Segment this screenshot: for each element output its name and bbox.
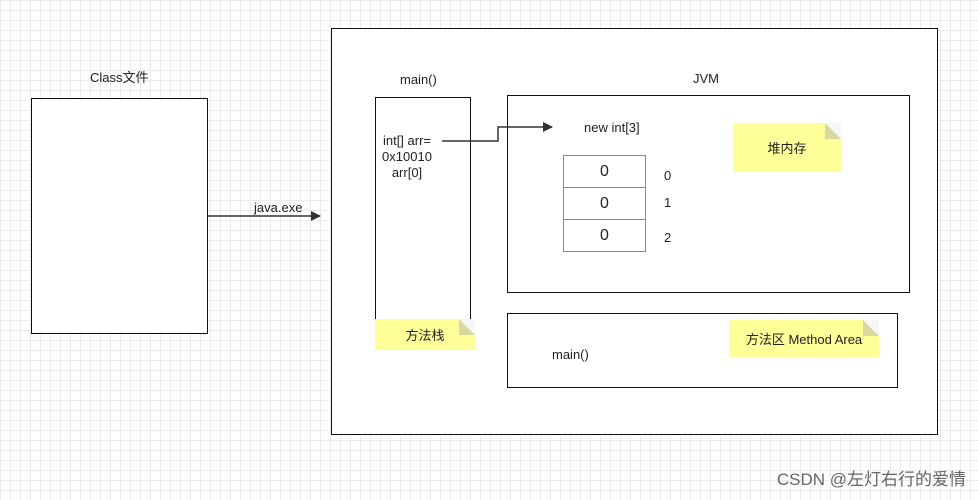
heap-note-text: 堆内存 xyxy=(767,141,807,156)
method-area-content: main() xyxy=(552,347,589,362)
stack-line-arr-decl: int[] arr= xyxy=(382,133,432,148)
java-exe-label: java.exe xyxy=(254,200,303,215)
heap-note: 堆内存 xyxy=(733,123,841,172)
stack-note-text: 方法栈 xyxy=(405,328,445,343)
method-area-note-text: 方法区 Method Area xyxy=(745,332,863,347)
heap-array-cell-1: 0 xyxy=(563,187,646,220)
class-file-box xyxy=(31,98,208,334)
stack-line-element: arr[0] xyxy=(391,165,423,180)
jvm-label: JVM xyxy=(693,71,719,86)
method-area-note: 方法区 Method Area xyxy=(729,320,879,357)
stack-frame-label: main() xyxy=(400,72,437,87)
heap-index-0: 0 xyxy=(664,168,672,183)
heap-index-2: 2 xyxy=(664,230,672,245)
stack-note: 方法栈 xyxy=(375,319,475,350)
stack-frame-text: int[] arr= 0x10010 arr[0] xyxy=(376,133,438,181)
heap-array: 0 0 0 xyxy=(563,155,646,252)
heap-new-label: new int[3] xyxy=(584,120,640,135)
class-file-label: Class文件 xyxy=(90,70,149,85)
watermark-text: CSDN @左灯右行的爱情 xyxy=(776,470,966,489)
stack-line-address: 0x10010 xyxy=(382,149,432,164)
stack-frame-box xyxy=(375,97,471,350)
heap-index-1: 1 xyxy=(664,195,672,210)
heap-array-cell-2: 0 xyxy=(563,219,646,252)
reference-arrow xyxy=(442,122,553,142)
